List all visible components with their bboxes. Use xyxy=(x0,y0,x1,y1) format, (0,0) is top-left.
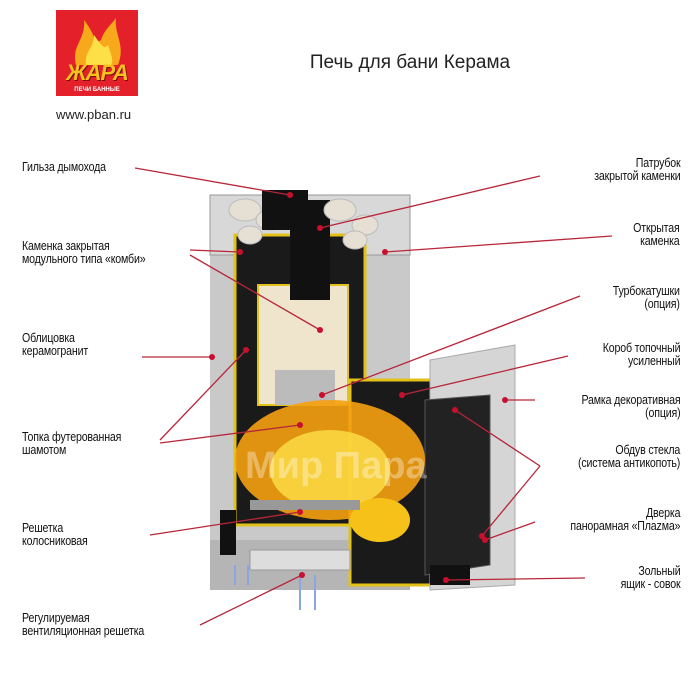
airflow-arrows xyxy=(234,565,316,610)
logo-subtitle: ПЕЧИ БАННЫЕ xyxy=(74,87,120,93)
label-line: Зольный xyxy=(637,564,680,578)
label-line: колосниковая xyxy=(22,534,88,548)
label-line: Дверка xyxy=(645,506,680,520)
label-line: Обдув стекла xyxy=(615,443,680,457)
leader-lines xyxy=(134,167,613,626)
label-line: (опция) xyxy=(644,406,680,420)
burning-log xyxy=(350,498,410,542)
label-line: Решетка xyxy=(22,521,64,535)
label-line: Облицовка xyxy=(22,331,75,345)
label-line: вентиляционная решетка xyxy=(22,624,145,638)
label-chimney-sleeve: Гильза дымохода xyxy=(22,161,106,174)
label-line: шамотом xyxy=(22,443,67,457)
label-glass-airwash: Обдув стекла(система антикопоть) xyxy=(578,444,680,470)
flame-icon xyxy=(74,18,121,65)
brand-logo: ЖАРА ПЕЧИ БАННЫЕ xyxy=(56,10,138,96)
watermark: Мир Пара xyxy=(245,445,427,487)
label-line: ящик - совок xyxy=(620,577,680,591)
label-line: Открытая xyxy=(633,221,681,235)
chimney-top xyxy=(262,190,308,230)
ash-box xyxy=(430,565,470,585)
label-line: закрытой каменки xyxy=(593,169,680,183)
website-link[interactable]: www.pban.ru xyxy=(56,107,132,122)
label-line: каменка xyxy=(640,234,681,248)
leader-dots xyxy=(209,192,508,583)
turbo-coils xyxy=(275,370,335,405)
page-title: Печь для бани Керама xyxy=(309,52,511,73)
fire-core xyxy=(270,430,390,510)
vent-handle xyxy=(220,510,236,555)
label-line: Регулируемая xyxy=(22,611,90,625)
label-line: керамогранит xyxy=(22,344,89,358)
label-line: (система антикопоть) xyxy=(577,456,680,470)
label-line: Топка футерованная xyxy=(22,430,122,444)
label-line: Патрубок xyxy=(635,156,680,170)
label-turbo-coils: Турбокатушки(опция) xyxy=(613,285,680,311)
label-line: (опция) xyxy=(644,297,680,311)
label-line: Рамка декоративная xyxy=(581,393,680,407)
label-line: модульного типа «комби» xyxy=(22,252,146,266)
label-line: панорамная «Плаzма» xyxy=(570,519,680,533)
label-line: усиленный xyxy=(627,354,680,368)
vent-grille xyxy=(249,549,351,571)
label-line: Короб топочный xyxy=(602,341,680,355)
logo-word: ЖАРА xyxy=(66,60,128,85)
grate xyxy=(250,500,360,510)
label-line: Гильза дымохода xyxy=(22,160,106,174)
label-line: Турбокатушки xyxy=(613,284,680,298)
label-line: Каменка закрытая xyxy=(22,239,110,253)
label-decorative-frame: Рамка декоративная(опция) xyxy=(581,394,680,420)
panoramic-door xyxy=(424,394,491,576)
